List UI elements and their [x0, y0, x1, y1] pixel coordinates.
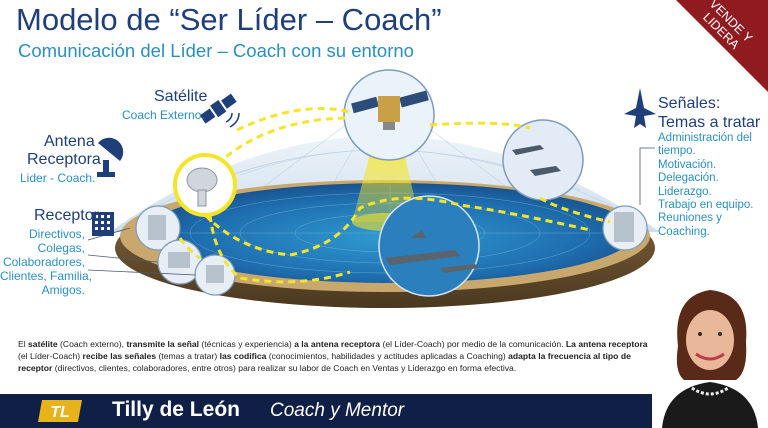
- desc-bold: adapta la frecuencia al tipo de receptor: [18, 351, 631, 373]
- brand-logo: TL: [38, 400, 82, 422]
- desc-part: (técnicas y experiencia): [199, 339, 295, 349]
- receptor-item: Clientes, Familia,: [0, 269, 93, 283]
- senales-title-line1: Señales:: [658, 95, 721, 112]
- antena-subtitle: Lider - Coach.: [20, 171, 96, 185]
- senales-item: Administración del: [658, 132, 752, 144]
- receptor-title: Receptor: [34, 207, 99, 224]
- senales-list: Administración del tiempo. Motivación. D…: [658, 132, 768, 239]
- desc-part: (temas a tratar): [156, 351, 220, 361]
- senales-item: Motivación.: [658, 158, 717, 171]
- building-right: [614, 212, 634, 242]
- satellite-image: [351, 90, 429, 130]
- footer-bar: [0, 394, 768, 428]
- senales-item: Liderazgo.: [658, 185, 712, 198]
- desc-part: (Coach externo),: [57, 339, 127, 349]
- building-icon-windows: [95, 215, 110, 230]
- brand-name: Tilly de León: [112, 398, 240, 421]
- desc-part: (directivos, clientes, colaboradores, en…: [52, 363, 517, 373]
- receptor-item: Colegas,: [37, 241, 85, 255]
- jets-image: [512, 145, 561, 176]
- desc-part: (el Líder-Coach) por medio de la comunic…: [380, 339, 566, 349]
- receptor-buildings: [148, 215, 224, 283]
- desc-bold: a la antena receptora: [294, 339, 381, 349]
- receptor-item: Directivos,: [28, 227, 85, 241]
- brand-logo-text: TL: [50, 404, 70, 421]
- desc-part: El: [18, 339, 29, 349]
- brand-role: Coach y Mentor: [270, 400, 405, 421]
- senales-item: tiempo.: [658, 145, 696, 158]
- desc-bold: recibe las señales: [82, 351, 157, 361]
- ships-circle: [378, 195, 480, 297]
- antena-title-line2: Receptora: [27, 151, 101, 168]
- desc-bold: las codifica: [219, 351, 267, 361]
- senales-item: Trabajo en equipo.: [658, 199, 754, 212]
- dish-icon: [97, 137, 124, 177]
- description-text: El satélite (Coach externo), transmite l…: [18, 338, 654, 374]
- senales-item: Reuniones y: [658, 212, 722, 225]
- satelite-title: Satélite: [154, 88, 208, 105]
- senales-item: Coaching.: [658, 225, 710, 238]
- desc-part: (conocimientos, habilidades y actitudes …: [266, 351, 509, 361]
- satellite-icon: [199, 93, 237, 124]
- desc-bold: transmite la señal: [126, 339, 200, 349]
- page-subtitle: Comunicación del Líder – Coach con su en…: [18, 40, 414, 61]
- corner-badge: [676, 0, 768, 92]
- ships-image: [385, 230, 479, 273]
- senales-title-line2: Temas a tratar: [658, 114, 761, 131]
- antenna-image: [186, 167, 218, 207]
- portrait-photo: [652, 276, 768, 428]
- antena-title-line1: Antena: [44, 133, 95, 150]
- senales-item: Delegación.: [658, 172, 719, 185]
- page-title: Modelo de “Ser Líder – Coach”: [16, 2, 442, 37]
- signal-paths: [178, 107, 611, 284]
- satelite-subtitle: Coach Externo.: [122, 108, 205, 122]
- receptor-item: Colaboradores,: [2, 255, 85, 269]
- jet-icon: [624, 88, 656, 128]
- receptor-item: Amigos.: [41, 283, 85, 297]
- signal-waves-icon: [225, 112, 240, 128]
- desc-bold: La antena receptora: [565, 339, 648, 349]
- desc-bold: satélite: [28, 339, 58, 349]
- receptor-list: Directivos, Colegas, Colaboradores, Clie…: [0, 227, 93, 297]
- jets-circle: [502, 119, 584, 201]
- desc-part: (el Líder-Coach): [18, 351, 83, 361]
